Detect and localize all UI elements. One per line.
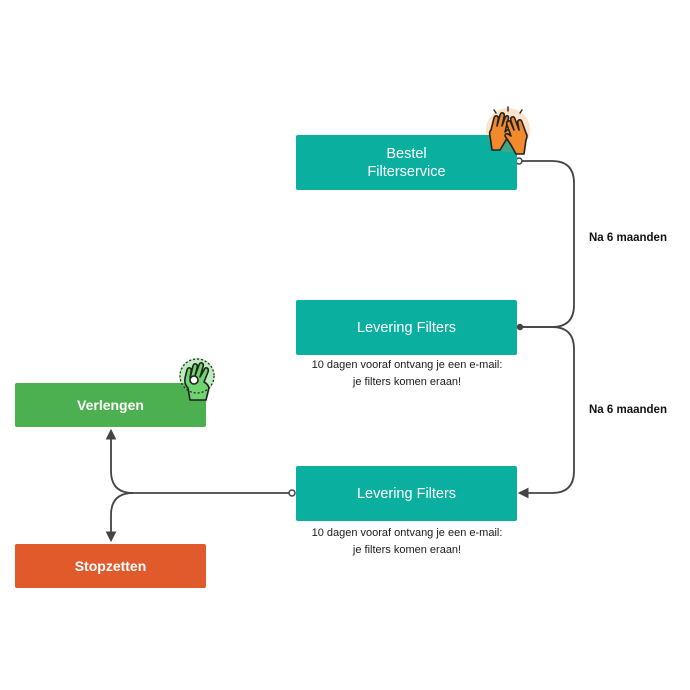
node-levering-filters-2: Levering Filters xyxy=(296,466,517,521)
node-levering-2-label: Levering Filters xyxy=(356,485,457,502)
connector-bestel-to-levering-1 xyxy=(517,160,575,328)
connector-start-dot-2 xyxy=(288,489,296,497)
caption-levering-1: 10 dagen vooraf ontvang je een e-mail: j… xyxy=(277,357,537,391)
ok-hand-icon xyxy=(179,358,215,401)
high-five-icon xyxy=(486,106,530,155)
node-stopzetten-label: Stopzetten xyxy=(74,558,147,574)
caption-2-line-2: je filters komen eraan! xyxy=(352,544,462,556)
node-verlengen: Verlengen xyxy=(15,383,206,427)
node-bestel-line-1: Bestel xyxy=(386,145,427,162)
connector-levering-2-to-branch xyxy=(105,428,292,494)
caption-levering-2: 10 dagen vooraf ontvang je een e-mail: j… xyxy=(277,525,537,559)
node-stopzetten: Stopzetten xyxy=(15,544,206,588)
edge-label-interval-1: Na 6 maanden xyxy=(589,232,667,244)
edge-label-interval-2: Na 6 maanden xyxy=(589,404,667,416)
connector-levering-1-to-levering-2 xyxy=(517,326,575,499)
caption-1-line-2: je filters komen eraan! xyxy=(352,376,462,388)
connector-branch-to-stopzetten xyxy=(105,492,134,543)
caption-2-line-1: 10 dagen vooraf ontvang je een e-mail: xyxy=(311,527,503,539)
node-bestel-line-2: Filterservice xyxy=(367,163,446,180)
node-verlengen-label: Verlengen xyxy=(77,397,144,413)
caption-1-line-1: 10 dagen vooraf ontvang je een e-mail: xyxy=(311,359,503,371)
node-levering-1-label: Levering Filters xyxy=(356,319,457,336)
node-levering-filters-1: Levering Filters xyxy=(296,300,517,355)
node-bestel-filterservice: Bestel Filterservice xyxy=(296,135,517,190)
